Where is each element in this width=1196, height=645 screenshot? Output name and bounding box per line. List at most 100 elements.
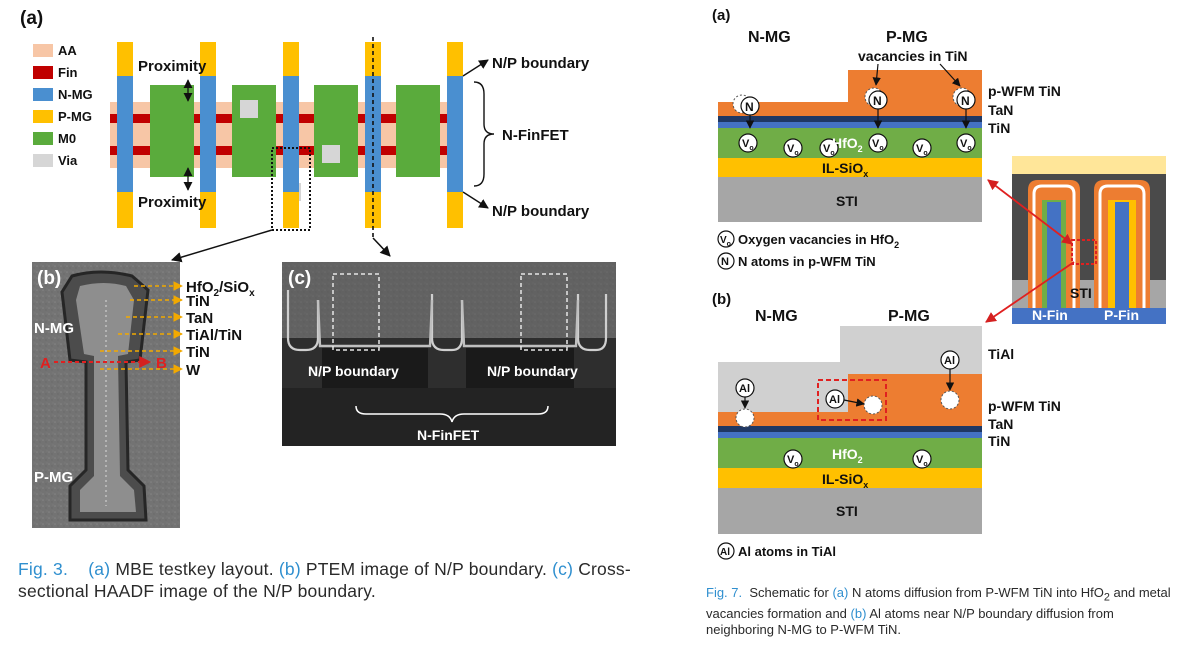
inset-top-band — [1012, 156, 1166, 174]
fig3-caption-text-b: PTEM image of N/P boundary. — [305, 559, 548, 579]
layer-label-tin: TiN — [186, 293, 210, 310]
fig7b-panel: (b) N-MG P-MG Al Al Al Vo Vo HfO2 IL-SiO… — [712, 291, 1061, 560]
stack-pwfm-tin — [718, 374, 982, 426]
haadf-np-boundary-left: N/P boundary — [308, 363, 399, 379]
tin-vacancy — [940, 390, 960, 410]
fig3-caption-ref-a: (a) — [88, 559, 111, 579]
to-panel-c-arrow — [372, 237, 391, 257]
proximity-label-bottom: Proximity — [138, 194, 207, 211]
legend-label-m0: M0 — [58, 131, 76, 146]
fig3a-layout: Proximity Proximity N/P boundary N/P bou… — [110, 37, 590, 263]
legend-swatch-m0 — [33, 132, 53, 145]
haadf-gate-outline — [316, 299, 580, 348]
layer-label-tial-tin: TiAl/TiN — [186, 327, 242, 344]
fig7a-tin-label: TiN — [988, 120, 1010, 136]
stack-tan — [718, 426, 982, 432]
legend-n-text: N atoms in p-WFM TiN — [738, 254, 876, 269]
fig7-caption-sub: 2 — [1103, 591, 1110, 604]
fig7b-hfo2-label: HfO2 — [832, 446, 863, 465]
al-atom-symbol: Al — [829, 394, 840, 406]
n-atom-symbol: N — [961, 94, 970, 108]
nfinfet-brace — [473, 81, 495, 187]
legend-swatch-via — [33, 154, 53, 167]
vo-symbol: Vo — [742, 138, 754, 152]
fig7a-panel-label: (a) — [712, 7, 730, 24]
vacancy-arrow — [872, 63, 881, 86]
haadf-boundary-box-left — [332, 273, 380, 351]
fig7b-sti-label: STI — [836, 503, 858, 519]
fig3-caption-label: Fig. 3. — [18, 559, 69, 579]
legend-swatch-aa — [33, 44, 53, 57]
fig3-caption-ref-c: (c) — [552, 559, 574, 579]
haadf-nfinfet-label: N-FinFET — [417, 427, 480, 443]
fig3c-panel: (c) N/P boundary N/P boundary N-FinFET — [282, 262, 616, 446]
fig3a-legend: AA Fin N-MG P-MG M0 Via — [33, 43, 93, 168]
fig7b-tan-label: TaN — [988, 416, 1013, 432]
legend-swatch-fin — [33, 66, 53, 79]
stack-hfo2 — [718, 438, 982, 468]
fig7a-nmg-label: N-MG — [748, 29, 791, 46]
legend-n-icon — [717, 252, 735, 270]
fig3b-panel: (b) N-MG P-MG A B HfO2/SiOx TiN TaN TiAl… — [32, 262, 255, 528]
m0-block — [396, 85, 440, 177]
legend-label-fin: Fin — [58, 65, 78, 80]
legend-swatch-pmg — [33, 110, 53, 123]
tin-vacancy — [863, 395, 883, 415]
fig7a-tan-label: TaN — [988, 102, 1013, 118]
fig7-caption-text-1: Schematic for — [749, 585, 829, 600]
ptem-nmg-label: N-MG — [34, 320, 74, 337]
m0-block — [314, 85, 358, 177]
inset-nfin-label: N-Fin — [1032, 307, 1068, 323]
stack-tial — [718, 326, 982, 412]
fig7a-pwfm-label: p-WFM TiN — [988, 83, 1061, 99]
ptem-marker-b: B — [156, 355, 167, 372]
fig3-caption: Fig. 3. (a) MBE testkey layout. (b) PTEM… — [18, 558, 658, 602]
stack-pwfm-tin — [718, 70, 982, 116]
gate-nmg — [117, 76, 133, 192]
ptem-gate-core — [76, 283, 136, 512]
haadf-gate-body — [322, 348, 428, 388]
fig7b-panel-label: (b) — [712, 291, 731, 308]
layer-label-tin-2: TiN — [186, 344, 210, 361]
legend-swatch-nmg — [33, 88, 53, 101]
vo-symbol: Vo — [823, 143, 835, 157]
layer-label-tan: TaN — [186, 310, 213, 327]
fig7b-pwfm-label: p-WFM TiN — [988, 398, 1061, 414]
np-boundary-arrow-top — [462, 59, 489, 77]
stack-il-sio — [718, 468, 982, 488]
al-diffusion-arrow — [843, 398, 865, 407]
inset-pfin-label: P-Fin — [1104, 307, 1139, 323]
gate-nmg — [283, 76, 299, 192]
inset-pfin — [1115, 202, 1129, 308]
fig7a-ilsio-label: IL-SiOx — [822, 160, 868, 179]
fig7b-pmg-label: P-MG — [888, 308, 930, 325]
oxygen-vacancy — [783, 138, 803, 158]
stack-sti — [718, 177, 982, 222]
boundary-highlight-box — [817, 379, 887, 421]
oxygen-vacancy — [783, 449, 803, 469]
m0-block — [232, 85, 276, 177]
gate-nmg — [365, 76, 381, 192]
fig7a-hfo2-label: HfO2 — [832, 135, 863, 154]
nfinfet-label: N-FinFET — [502, 127, 569, 144]
legend-label-pmg: P-MG — [58, 109, 92, 124]
legend-al-text: Al atoms in TiAl — [738, 544, 836, 559]
fig7-caption-text-4: Al atoms near N/P boundary diffusion fro… — [706, 605, 1114, 637]
fig7a-pmg-label: P-MG — [886, 29, 928, 46]
vo-symbol: Vo — [872, 138, 884, 152]
stack-tan — [718, 116, 982, 122]
haadf-gate-body — [466, 348, 574, 388]
fig7b-tial-label: TiAl — [988, 346, 1014, 362]
haadf-boundary-box-right — [520, 273, 568, 351]
haadf-liner — [286, 290, 608, 352]
vacancy-arrow — [939, 63, 961, 87]
al-atom-symbol: Al — [944, 355, 955, 367]
to-panel-b-arrow — [170, 229, 273, 263]
stack-hfo2 — [718, 128, 982, 158]
fig7-caption: Fig. 7. Schematic for (a) N atoms diffus… — [706, 585, 1182, 638]
np-boundary-label-top: N/P boundary — [492, 55, 590, 72]
fig7b-tin-label: TiN — [988, 433, 1010, 449]
fig7-caption-label: Fig. 7. — [706, 585, 743, 600]
fig7b-nmg-label: N-MG — [755, 308, 798, 325]
legend-label-aa: AA — [58, 43, 77, 58]
